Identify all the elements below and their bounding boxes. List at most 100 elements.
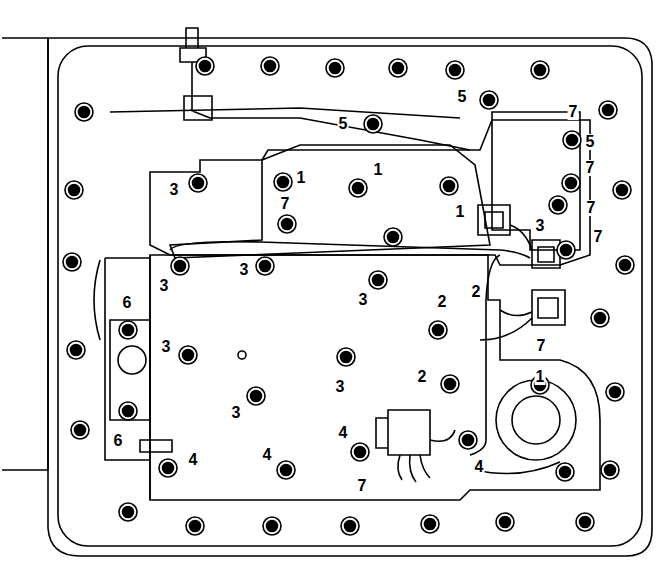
bolt-head — [171, 257, 189, 275]
bolt-head — [369, 271, 387, 289]
bolt-head — [441, 375, 459, 393]
bolt — [606, 383, 624, 401]
bolt-head — [591, 309, 609, 327]
bolt-head — [119, 321, 137, 339]
bolt-head — [337, 348, 355, 366]
callout-number: 7 — [586, 200, 597, 216]
bolt-core — [433, 325, 444, 336]
bolt — [562, 174, 580, 192]
bolt-core — [267, 521, 278, 532]
bolt-head — [196, 57, 214, 75]
callout-number: 3 — [535, 218, 546, 234]
bolt-core — [75, 425, 86, 436]
bolt-core — [463, 435, 474, 446]
bolt-head — [63, 253, 81, 271]
bolt-core — [265, 61, 276, 72]
bolt-core — [200, 61, 211, 72]
bolt-head — [119, 503, 137, 521]
callout-number: 3 — [358, 292, 369, 308]
bolt — [277, 461, 295, 479]
bolt-core — [123, 325, 134, 336]
bolt-core — [393, 63, 404, 74]
bolt-head — [247, 387, 265, 405]
bolt — [563, 131, 581, 149]
bolt-head — [616, 256, 634, 274]
bolt-core — [190, 521, 201, 532]
bolt-core — [567, 135, 578, 146]
bolt — [196, 57, 214, 75]
bolt — [384, 228, 402, 246]
callout-number: 4 — [188, 452, 199, 468]
bolt — [576, 513, 594, 531]
accumulator-spring-clip — [475, 462, 560, 474]
bolt-core — [79, 107, 90, 118]
bolt — [459, 431, 477, 449]
bolt-head — [71, 421, 89, 439]
bolt-head — [364, 115, 382, 133]
bolt-core — [617, 185, 628, 196]
bolt — [256, 257, 274, 275]
callout-number: 1 — [455, 204, 466, 220]
bolt-head — [75, 103, 93, 121]
bolt-core — [278, 177, 289, 188]
bolt-head — [351, 443, 369, 461]
bolt-head — [119, 402, 137, 420]
bolt-head — [549, 196, 567, 214]
bolt-core — [123, 507, 134, 518]
bolt-core — [355, 447, 366, 458]
bolt — [440, 177, 458, 195]
bolt-head — [599, 101, 617, 119]
callout-number: 3 — [239, 262, 250, 278]
callout-number: 7 — [357, 478, 368, 494]
bolt-head — [186, 517, 204, 535]
bolt-head — [557, 241, 575, 259]
bolt — [591, 309, 609, 327]
upper-plate — [150, 120, 590, 265]
bolt — [119, 321, 137, 339]
bolt-core — [566, 178, 577, 189]
bolt-core — [444, 181, 455, 192]
lever-clip — [184, 96, 212, 120]
callout-number: 7 — [568, 104, 579, 120]
bolt-head — [531, 61, 549, 79]
bolt-head — [601, 461, 619, 479]
bolt-core — [373, 275, 384, 286]
pressure-switch-block — [492, 112, 580, 250]
callout-number: 6 — [113, 433, 124, 449]
bolt-core — [605, 465, 616, 476]
bolt-head — [341, 517, 359, 535]
detent-spring — [110, 320, 150, 420]
left-body-edge — [105, 255, 150, 500]
bolt-core — [281, 465, 292, 476]
callout-number: 4 — [262, 447, 273, 463]
bolt — [159, 459, 177, 477]
bolt-head — [613, 181, 631, 199]
callout-number: 3 — [161, 339, 172, 355]
check-ball — [238, 351, 246, 359]
bolt-core — [282, 219, 293, 230]
bolt-head — [65, 181, 83, 199]
bolt-head — [576, 513, 594, 531]
bolt-core — [341, 352, 352, 363]
callout-number: 5 — [338, 116, 349, 132]
bolt-head — [389, 59, 407, 77]
bolt-core — [580, 517, 591, 528]
bolt — [429, 321, 447, 339]
wiring-connector — [478, 205, 510, 235]
bolt — [616, 256, 634, 274]
bolt-head — [606, 383, 624, 401]
bolt — [67, 341, 85, 359]
callout-number: 7 — [536, 338, 547, 354]
bolt — [63, 253, 81, 271]
bolt-head — [263, 517, 281, 535]
bolt — [389, 59, 407, 77]
bolt — [278, 215, 296, 233]
callout-number: 4 — [338, 425, 349, 441]
bolt — [186, 517, 204, 535]
bolt-head — [159, 459, 177, 477]
bolt-core — [388, 232, 399, 243]
bolt-core — [368, 119, 379, 130]
callout-number: 2 — [471, 284, 482, 300]
solenoid — [376, 410, 430, 455]
